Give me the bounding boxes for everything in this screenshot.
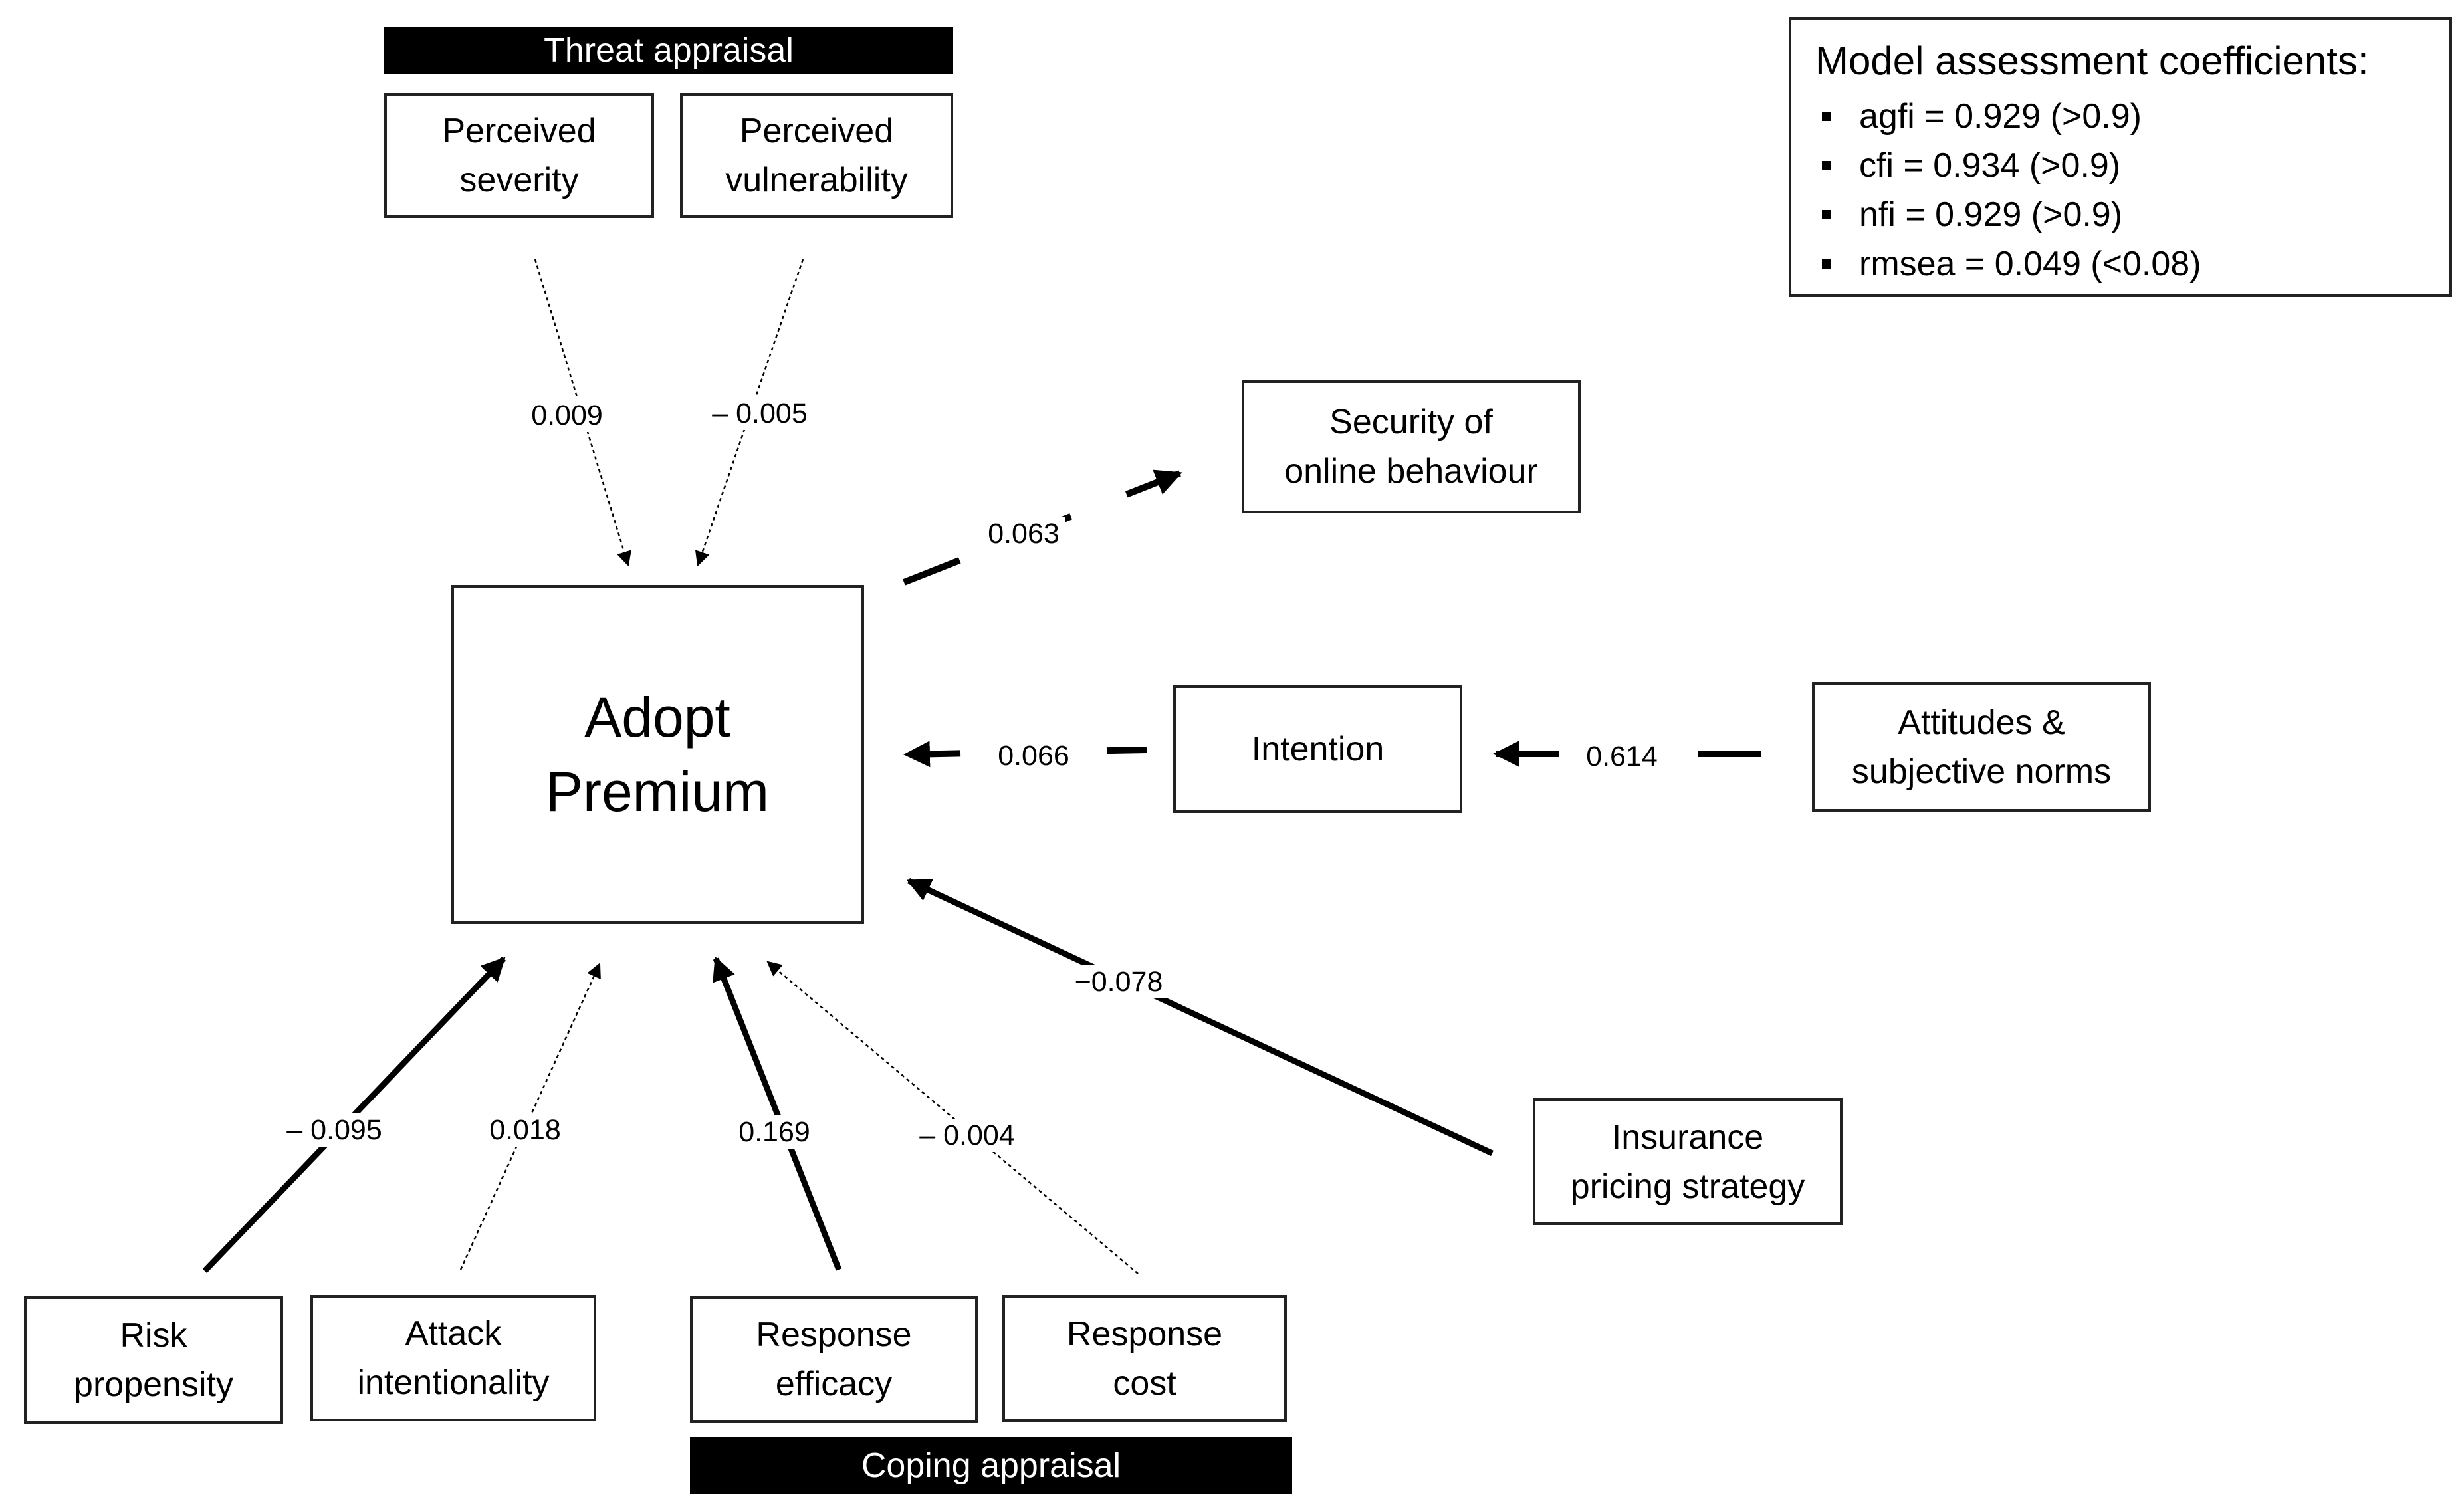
node-intention: Intention — [1173, 685, 1462, 813]
bullet-icon — [1822, 259, 1831, 269]
edge-label-pricing: −0.078 — [1069, 965, 1169, 998]
edge-label-severity: 0.009 — [526, 399, 608, 432]
model-assessment-title: Model assessment coefficients: — [1815, 39, 2369, 83]
edge-label-attitudes: 0.614 — [1581, 740, 1663, 773]
edge-label-intention: 0.066 — [992, 739, 1075, 772]
node-insurance-pricing-strategy: Insurance pricing strategy — [1533, 1098, 1843, 1225]
edge-label-risk: – 0.095 — [281, 1113, 388, 1147]
assessment-item-text: agfi = 0.929 (>0.9) — [1859, 97, 2142, 136]
node-response-cost: Response cost — [1002, 1295, 1287, 1422]
bullet-icon — [1822, 210, 1831, 219]
edge-label-cost: – 0.004 — [914, 1119, 1020, 1152]
node-attitudes-subjective-norms: Attitudes & subjective norms — [1812, 682, 2151, 812]
edge-pricing-arrow — [906, 877, 1494, 1157]
bullet-icon — [1822, 112, 1831, 121]
node-perceived-severity: Perceived severity — [384, 93, 654, 218]
threat-appraisal-label: Threat appraisal — [384, 27, 953, 74]
edge-label-attack: 0.018 — [484, 1113, 566, 1147]
bullet-icon — [1822, 161, 1831, 170]
assessment-item-nfi: nfi = 0.929 (>0.9) — [1815, 190, 2425, 239]
edge-cost-arrow — [766, 961, 1139, 1274]
assessment-item-agfi: agfi = 0.929 (>0.9) — [1815, 92, 2425, 141]
node-response-efficacy: Response efficacy — [690, 1296, 978, 1423]
edge-label-efficacy: 0.169 — [733, 1115, 816, 1149]
edge-intention-arrow — [903, 741, 1147, 768]
node-risk-propensity: Risk propensity — [24, 1296, 283, 1424]
edge-label-security: 0.063 — [982, 517, 1065, 550]
assessment-item-text: rmsea = 0.049 (<0.08) — [1859, 245, 2201, 283]
node-adopt-premium: Adopt Premium — [451, 585, 864, 924]
assessment-item-text: cfi = 0.934 (>0.9) — [1859, 146, 2121, 185]
edge-label-vulnerability: – 0.005 — [707, 397, 813, 430]
assessment-item-cfi: cfi = 0.934 (>0.9) — [1815, 141, 2425, 190]
model-assessment-list: agfi = 0.929 (>0.9) cfi = 0.934 (>0.9) n… — [1815, 92, 2425, 289]
node-perceived-vulnerability: Perceived vulnerability — [680, 93, 953, 218]
assessment-item-rmsea: rmsea = 0.049 (<0.08) — [1815, 239, 2425, 289]
node-attack-intentionality: Attack intentionality — [310, 1295, 596, 1421]
assessment-item-text: nfi = 0.929 (>0.9) — [1859, 195, 2123, 234]
coping-appraisal-label: Coping appraisal — [690, 1437, 1292, 1494]
edge-efficacy-arrow — [713, 956, 842, 1271]
node-security-online-behaviour: Security of online behaviour — [1242, 380, 1581, 513]
model-assessment-box: Model assessment coefficients: agfi = 0.… — [1789, 17, 2452, 297]
